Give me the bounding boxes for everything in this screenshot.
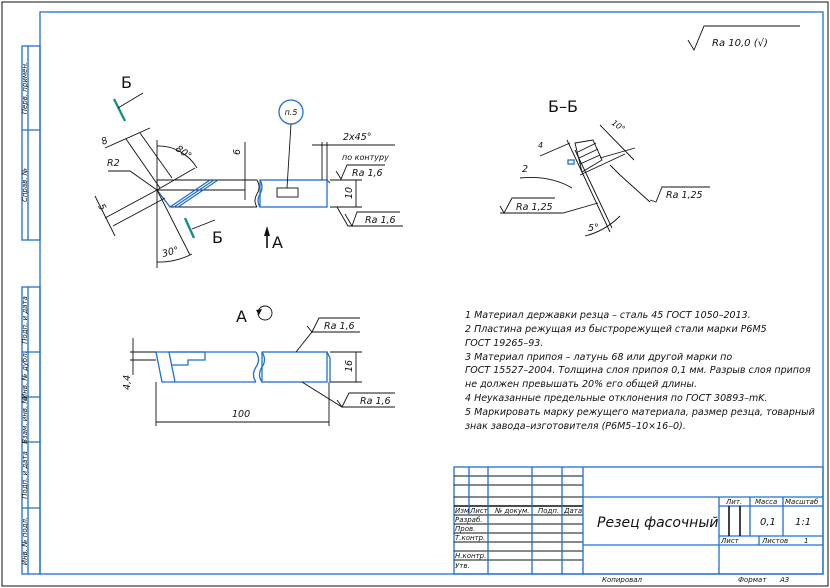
strip-label: Взам. инв. №	[21, 396, 29, 444]
note-line: знак завода–изготовителя (Р6М5–10×16–0).	[465, 421, 686, 432]
note-line: ГОСТ 19265–93.	[465, 338, 543, 349]
section-title: Б–Б	[548, 97, 578, 116]
role-label: Н.контр.	[455, 552, 486, 560]
dim-10: 10	[344, 187, 355, 199]
angle-10: 10°	[610, 118, 627, 134]
note-line: 3 Материал припоя – латунь 68 или другой…	[465, 352, 732, 363]
format-label: Формат	[738, 576, 767, 584]
strip-label: Справ. №	[21, 168, 29, 202]
role-label: Утв.	[455, 562, 470, 570]
title-block: Изм Лист № докум. Подп. Дата Разраб. Про…	[453, 466, 824, 575]
copied-label: Копировал	[602, 576, 643, 584]
lit-label: Лит.	[725, 498, 742, 506]
cutting-plane-mark	[183, 217, 196, 239]
section-mark-top: Б	[121, 73, 132, 92]
technical-notes: 1 Материал державки резца – сталь 45 ГОС…	[465, 310, 815, 432]
ra-bottom: Ra 1,6	[360, 396, 391, 407]
strip-label: Инв. № дубл.	[21, 351, 29, 399]
chamfer-dim: 2x45°	[343, 132, 372, 143]
dim-r2: R2	[107, 158, 120, 169]
inner-frame	[39, 11, 824, 575]
ra-left: Ra 1,25	[516, 202, 553, 213]
strip-label: Перв. примен.	[21, 62, 29, 115]
sheets-label: Листов	[761, 537, 788, 545]
general-roughness: Ra 10,0 (√)	[687, 25, 800, 51]
mass-value: 0,1	[760, 517, 776, 528]
header-list: Лист	[469, 507, 489, 515]
mass-label: Масса	[755, 498, 777, 506]
strip-label: Подп. и дата	[21, 451, 29, 499]
role-label: Т.контр.	[455, 534, 485, 542]
roughness-text: Ra 10,0 (√)	[712, 38, 768, 49]
ra-right: Ra 1,25	[666, 190, 703, 201]
dim-16: 16	[344, 360, 355, 372]
rotated-view-icon	[257, 305, 273, 321]
format-value: А3	[779, 576, 789, 584]
section-mark-bottom: Б	[212, 228, 223, 247]
scale-value: 1:1	[795, 517, 811, 528]
note-line: 2 Пластина режущая из быстрорежущей стал…	[465, 324, 767, 335]
note-line: ГОСТ 15527–2004. Толщина слоя припоя 0,1…	[465, 365, 811, 376]
note-line: 4 Неуказанные предельные отклонения по Г…	[465, 393, 768, 404]
dim-8: 8	[100, 135, 110, 148]
role-label: Разраб.	[455, 516, 483, 524]
strip-label: Инв. № подл.	[21, 517, 29, 565]
header-doc: № докум.	[494, 507, 530, 515]
callout-text: п.5	[285, 108, 298, 117]
ra-bottom: Ra 1,6	[365, 215, 396, 226]
drawing-name: Резец фасочный	[597, 515, 718, 531]
strip-label: Подп. и дата	[21, 296, 29, 344]
main-view: Б Б п.5 80° 30° 8 R2	[94, 73, 403, 268]
ra-top: Ra 1,6	[324, 321, 355, 332]
note-line: 1 Материал державки резца – сталь 45 ГОС…	[465, 310, 751, 321]
role-label: Пров.	[455, 525, 475, 533]
dim-4-4: 4,4	[122, 375, 133, 390]
scale-label: Масштаб	[785, 498, 819, 506]
header-sign: Подп.	[538, 507, 559, 515]
angle-5: 5°	[588, 223, 599, 234]
dim-2: 2	[522, 164, 528, 175]
cutting-plane-mark	[112, 98, 127, 122]
marking-area	[276, 187, 299, 198]
view-a: А 4,4 16 100 Ra 1,6 Ra 1,6	[122, 305, 395, 426]
sheets-value: 1	[804, 537, 808, 545]
dim-5: 5	[95, 202, 108, 213]
angle-30: 30°	[161, 245, 180, 260]
note-line: 5 Маркировать марку режущего материала, …	[465, 407, 815, 418]
note-line: не должен превышать 20% его общей длины.	[465, 379, 697, 390]
dim-6: 6	[232, 149, 243, 155]
sheet-label: Лист	[720, 537, 740, 545]
side-strip: Перв. примен. Справ. № Подп. и дата Инв.…	[21, 45, 41, 575]
header-izm: Изм	[455, 507, 470, 515]
view-arrow-label: А	[272, 233, 283, 252]
dim-100: 100	[232, 409, 250, 420]
dim-4: 4	[538, 141, 543, 150]
view-a-title: А	[236, 307, 247, 326]
header-date: Дата	[563, 507, 582, 515]
contour-note: по контуру	[342, 153, 389, 162]
ra-top: Ra 1,6	[352, 168, 383, 179]
section-view: Б–Б 10° 4 2 Ra 1,25 Ra 1,25 5°	[499, 97, 710, 237]
